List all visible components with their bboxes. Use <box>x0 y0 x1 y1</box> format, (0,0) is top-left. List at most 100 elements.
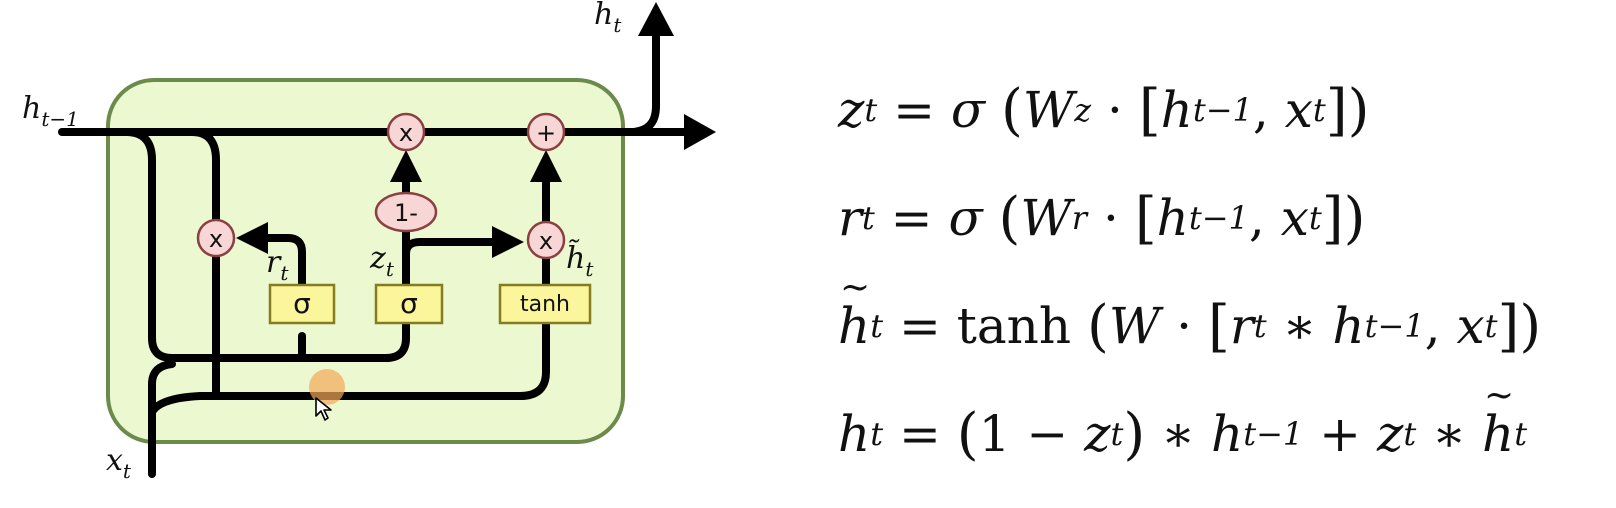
eq-r-dot: · <box>1103 189 1119 247</box>
eq-z-lhs: z <box>838 81 865 139</box>
eq-h-z-sub: t <box>1110 415 1124 453</box>
connection-lines <box>58 30 694 478</box>
eq-r-x: x <box>1280 189 1309 247</box>
eq-z-dot: · <box>1107 81 1123 139</box>
label-h-tilde-base: h̃ <box>566 239 585 276</box>
eq-r-rbracket: ] <box>1321 185 1344 251</box>
eq-ht-equals: = <box>898 297 941 355</box>
eq-ht-h: h <box>1332 297 1365 355</box>
label-r-base: r <box>266 245 282 280</box>
reset-gate-sigma: σ <box>268 283 336 325</box>
update-gate-sigma: σ <box>374 283 444 325</box>
label-h-prev-base: h <box>22 91 41 126</box>
equation-hidden-state: ht = ( 1 − zt ) ∗ ht−1 + zt ∗ ht <box>838 375 1598 488</box>
op-plus-top: + <box>526 112 566 152</box>
update-gate-label: σ <box>400 287 418 320</box>
label-r-sub: t <box>280 261 289 285</box>
x-input-line <box>148 360 176 478</box>
cursor-highlight <box>309 369 345 405</box>
eq-ht-x-sub: t <box>1484 307 1498 345</box>
eq-h-star2: ∗ <box>1432 405 1467 463</box>
eq-z-x-sub: t <box>1312 91 1326 129</box>
eq-h-star1: ∗ <box>1161 405 1196 463</box>
op-mult-candidate: x <box>526 220 566 260</box>
eq-h-one: 1 <box>978 405 1011 463</box>
eq-z-equals: = <box>893 81 936 139</box>
one-minus-to-mult-arrowhead <box>390 150 422 182</box>
eq-z-rbracket: ] <box>1325 77 1348 143</box>
label-x-in: xt <box>106 443 132 483</box>
eq-r-lhs-sub: t <box>861 199 875 237</box>
gru-cell-diagram: x + x x 1- σ σ tanh ht−1 ht xt rt zt h̃t <box>22 0 716 483</box>
op-plus-top-label: + <box>536 119 556 147</box>
x-input-bus <box>148 318 550 416</box>
label-x-in-base: x <box>106 443 123 478</box>
eq-ht-lparen: ( <box>1087 293 1109 359</box>
eq-r-lparen: ( <box>998 185 1021 251</box>
eq-h-lhs: h <box>838 405 871 463</box>
label-h-prev-sub: t−1 <box>41 107 79 131</box>
eq-ht-x: x <box>1456 297 1485 355</box>
mouse-cursor-icon <box>315 397 332 421</box>
eq-ht-rparen: ) <box>1519 293 1542 359</box>
op-mult-candidate-label: x <box>539 227 553 255</box>
eq-r-w-sub: r <box>1071 199 1088 237</box>
cand-to-plus-arrowhead <box>530 150 562 182</box>
eq-r-rparen: ) <box>1343 185 1366 251</box>
eq-ht-r: r <box>1229 297 1254 355</box>
gru-cell-box <box>106 78 625 444</box>
eq-ht-w: W <box>1108 297 1161 355</box>
eq-z-x: x <box>1284 81 1313 139</box>
update-to-cand-mult-line <box>402 238 498 266</box>
eq-r-h-sub: t−1 <box>1188 199 1249 237</box>
eq-z-comma: , <box>1252 81 1269 139</box>
label-h-out-base: h <box>594 0 613 32</box>
label-h-prev: ht−1 <box>22 91 79 131</box>
eq-z-lbracket: [ <box>1138 77 1161 143</box>
h-prev-branch-outer <box>122 128 410 362</box>
eq-z-fn: σ <box>950 81 986 139</box>
eq-ht-star: ∗ <box>1282 297 1317 355</box>
eq-r-x-sub: t <box>1308 199 1322 237</box>
eq-ht-lbracket: [ <box>1207 293 1230 359</box>
eq-r-h: h <box>1156 189 1189 247</box>
eq-h-ht-sub: t <box>1514 415 1528 453</box>
h-prev-branch-inner <box>188 128 220 226</box>
eq-h-z: z <box>1084 405 1111 463</box>
label-h-out: ht <box>594 0 622 37</box>
label-z: zt <box>369 241 395 281</box>
eq-h-h-sub: t−1 <box>1243 415 1304 453</box>
label-h-tilde-sub: t <box>585 257 594 281</box>
eq-r-comma: , <box>1248 189 1265 247</box>
eq-h-z2: z <box>1376 405 1404 463</box>
output-arrowhead <box>638 2 674 36</box>
eq-h-minus: − <box>1026 405 1069 463</box>
eq-r-equals: = <box>890 189 933 247</box>
reset-gate-label: σ <box>293 287 311 320</box>
eq-h-lparen: ( <box>956 401 979 467</box>
eq-h-h: h <box>1211 405 1244 463</box>
eq-ht-fn: tanh <box>956 297 1072 355</box>
eq-z-h-sub: t−1 <box>1192 91 1253 129</box>
eq-h-plus: + <box>1319 405 1362 463</box>
label-z-base: z <box>369 241 386 276</box>
reset-gate-to-mult-line <box>258 234 306 290</box>
op-one-minus: 1- <box>374 191 438 233</box>
eq-z-h: h <box>1160 81 1193 139</box>
label-r: rt <box>266 245 289 285</box>
eq-z-lhs-sub: t <box>864 91 878 129</box>
eq-ht-h-sub: t−1 <box>1364 307 1425 345</box>
op-mult-top: x <box>386 112 426 152</box>
op-mult-reset: x <box>196 218 236 258</box>
label-h-tilde: h̃t <box>566 239 594 281</box>
output-line <box>626 30 660 136</box>
op-mult-reset-label: x <box>209 225 223 253</box>
reset-arrowhead <box>236 222 268 254</box>
eq-z-rparen: ) <box>1347 77 1370 143</box>
eq-h-z2-sub: t <box>1403 415 1417 453</box>
eq-ht-rbracket: ] <box>1497 293 1520 359</box>
op-mult-top-label: x <box>399 119 413 147</box>
